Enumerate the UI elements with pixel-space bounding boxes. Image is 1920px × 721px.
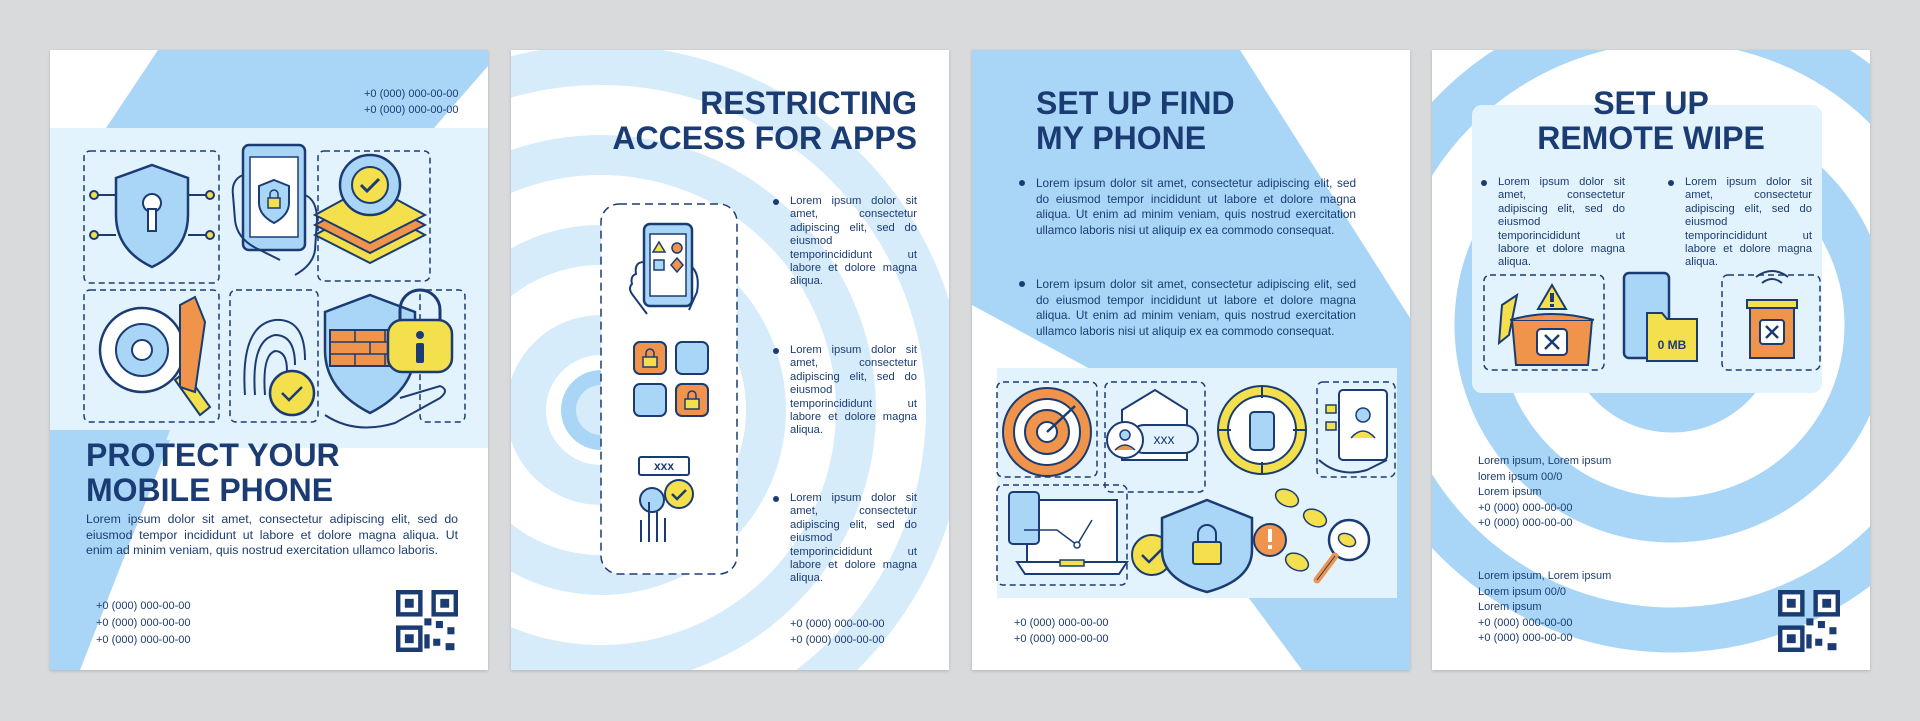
contact-line: Lorem ipsum, Lorem ipsum [1478,455,1612,467]
footer-phones: +0 (000) 000-00-00 +0 (000) 000-00-00 [1014,615,1108,647]
apps-illustration: xxx [600,203,738,575]
info-padlock-icon [386,288,466,423]
shield-lock-icon [1131,498,1287,594]
bullet-text: Lorem ipsum dolor sit amet, consectetur … [1019,176,1356,237]
contact-block-1: Lorem ipsum, Lorem ipsum lorem ipsum 00/… [1478,454,1611,532]
header-phones: +0 (000) 000-00-00 +0 (000) 000-00-00 [364,86,458,118]
phone-number: +0 (000) 000-00-00 [96,600,191,612]
message-text: xxx [1154,431,1175,447]
contact-line: Lorem ipsum, Lorem ipsum [1478,570,1612,582]
phone-number: +0 (000) 000-00-00 [790,618,885,630]
brochure-page-protect: +0 (000) 000-00-00 +0 (000) 000-00-00 [50,50,488,670]
contact-block-2: Lorem ipsum, Lorem ipsum Lorem ipsum 00/… [1478,569,1611,647]
fingerprint-check-icon [229,289,319,423]
title-line: REMOTE WIPE [1537,120,1765,156]
contact-line: +0 (000) 000-00-00 [1478,501,1573,514]
laptop-phone-route-icon [996,484,1129,586]
phone-number: +0 (000) 000-00-00 [96,617,191,629]
phone-folder-icon: 0 MB [1622,271,1698,362]
bullet-text: Lorem ipsum dolor sit amet, consectetur … [773,344,917,437]
title-line: PROTECT YOUR [86,437,340,473]
bullet-text: Lorem ipsum dolor sit amet, consectetur … [773,492,917,585]
phone-crosshair-icon [1217,385,1307,475]
page-body-text: Lorem ipsum dolor sit amet, consectetur … [86,512,458,558]
title-line: SET UP FIND [1036,85,1235,121]
qr-code-icon [396,590,458,652]
password-touch-check-icon: xxx [638,456,694,542]
trash-warning-icon [1483,274,1605,371]
shield-keyhole-icon [83,150,220,284]
brochure-page-restrict: RESTRICTING ACCESS FOR APPS xxx [511,50,949,670]
phone-number: +0 (000) 000-00-00 [96,634,191,646]
password-mask: xxx [654,459,674,473]
page-title: SET UP REMOTE WIPE [1432,86,1870,156]
phone-apps-hand-icon [629,222,699,315]
phone-number: +0 (000) 000-00-00 [364,104,459,116]
phone-in-hand-lock-icon [231,143,319,276]
remote-delete-icon [1721,270,1821,371]
storage-label: 0 MB [1658,338,1687,352]
page-title: PROTECT YOUR MOBILE PHONE [86,438,340,508]
bullet-text: Lorem ipsum dolor sit amet, consectetur … [1481,176,1625,269]
contact-phone-hand-icon [1316,381,1396,478]
title-line: SET UP [1593,85,1709,121]
title-line: RESTRICTING [700,85,917,121]
protect-illustration [83,143,466,429]
page-title: RESTRICTING ACCESS FOR APPS [612,86,917,156]
target-icon [996,381,1098,478]
bullet-text: Lorem ipsum dolor sit amet, consectetur … [773,195,917,288]
gear-layers-check-icon [312,150,431,282]
contact-line: Lorem ipsum [1478,486,1542,498]
contact-line: Lorem ipsum [1478,601,1542,613]
contact-line: lorem ipsum 00/0 [1478,470,1563,483]
contact-line: +0 (000) 000-00-00 [1478,616,1573,629]
title-line: ACCESS FOR APPS [612,120,917,156]
contact-line: +0 (000) 000-00-00 [1478,632,1573,644]
message-avatar-icon: xxx [1104,381,1206,493]
footer-phones: +0 (000) 000-00-00 +0 (000) 000-00-00 +0… [96,598,190,649]
contact-line: +0 (000) 000-00-00 [1478,517,1573,529]
brochure-page-wipe: SET UP REMOTE WIPE Lorem ipsum dolor sit… [1432,50,1870,670]
qr-code-icon [1778,590,1840,652]
title-line: MY PHONE [1036,120,1207,156]
title-line: MOBILE PHONE [86,472,334,508]
footprints-magnifier-icon [1274,488,1371,584]
bullet-text: Lorem ipsum dolor sit amet, consectetur … [1019,277,1356,338]
phone-number: +0 (000) 000-00-00 [364,88,459,100]
page-title: SET UP FIND MY PHONE [1036,86,1235,156]
find-phone-illustration: xxx [996,381,1396,594]
gear-wrench-icon [83,289,220,423]
locked-apps-grid-icon [633,341,709,417]
brochure-page-find: SET UP FIND MY PHONE Lorem ipsum dolor s… [972,50,1410,670]
phone-number: +0 (000) 000-00-00 [1014,633,1109,645]
phone-number: +0 (000) 000-00-00 [790,634,885,646]
footer-phones: +0 (000) 000-00-00 +0 (000) 000-00-00 [790,616,884,648]
remote-wipe-illustration: 0 MB [1483,270,1821,371]
bullet-text: Lorem ipsum dolor sit amet, consectetur … [1668,176,1812,269]
contact-line: Lorem ipsum 00/0 [1478,585,1567,598]
page-background [50,50,488,670]
phone-number: +0 (000) 000-00-00 [1014,617,1109,629]
